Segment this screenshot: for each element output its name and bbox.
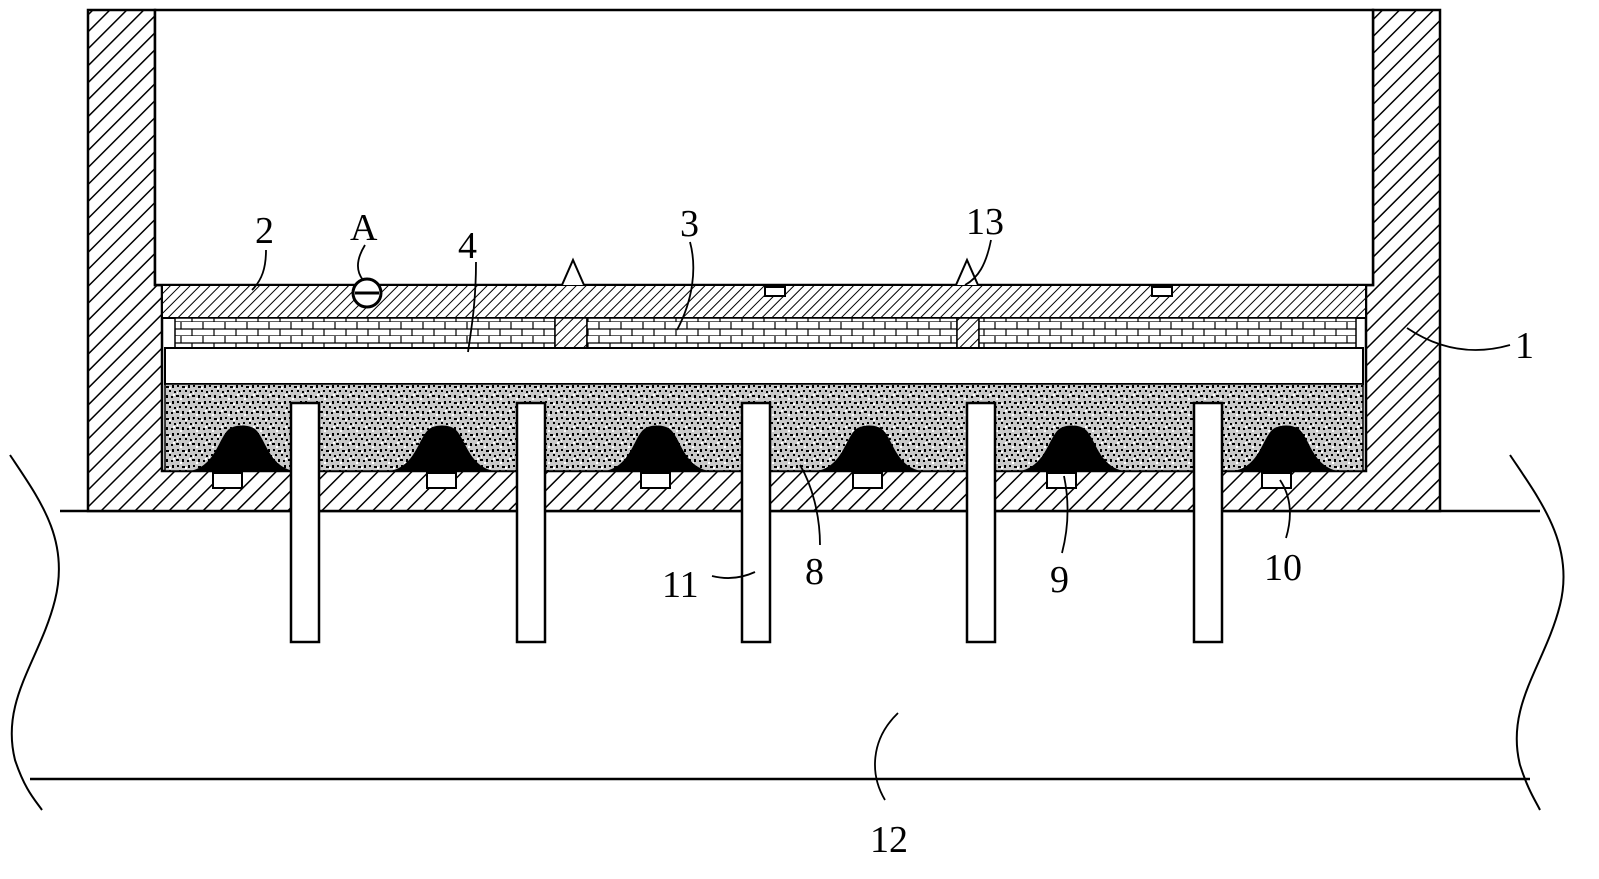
pillar: [740, 401, 772, 644]
leader-11: [711, 571, 756, 579]
label-13: 13: [966, 201, 1004, 243]
leader-2: [251, 249, 267, 291]
top-slab-studs: [764, 286, 1173, 297]
label-8: 8: [805, 551, 824, 593]
pillar: [965, 401, 997, 644]
leader-10: [1279, 479, 1291, 539]
mound-foot: [1261, 472, 1292, 489]
pillar: [515, 401, 547, 644]
label-3: 3: [680, 203, 699, 245]
label-4: 4: [458, 225, 477, 267]
pillar: [289, 401, 321, 644]
label-9: 9: [1050, 559, 1069, 601]
brick-layer: [174, 317, 1357, 349]
mound-foot: [640, 472, 671, 489]
spike: [561, 257, 585, 286]
leader-13: [964, 239, 992, 286]
mound: [1234, 425, 1338, 489]
leader-1: [1406, 327, 1511, 351]
label-10: 10: [1264, 547, 1302, 589]
plate-layer: [164, 347, 1364, 385]
mound: [190, 425, 294, 489]
mound-row: [190, 425, 1338, 489]
outer-box: [86, 8, 1442, 513]
mound-foot: [212, 472, 243, 489]
leader-8: [799, 464, 821, 546]
pillar-row: [289, 401, 1224, 644]
leader-9: [1061, 475, 1069, 554]
leader-3: [676, 241, 695, 331]
leader-12: [874, 712, 899, 801]
pillar: [1192, 401, 1224, 644]
detail-circle-a: [351, 277, 383, 309]
mound-foot: [1046, 472, 1077, 489]
mound: [817, 425, 921, 489]
label-1: 1: [1515, 325, 1534, 367]
leader-lines: [251, 239, 1511, 801]
mound: [390, 425, 494, 489]
callout-labels: 1 2 A 4 3 13 11 8 9 10 12: [255, 201, 1534, 861]
label-a: A: [350, 207, 378, 249]
label-11: 11: [662, 564, 699, 606]
mound-foot: [852, 472, 883, 489]
leader-a: [357, 244, 366, 281]
leader-4: [467, 261, 477, 353]
mound-foot: [426, 472, 457, 489]
label-12: 12: [870, 819, 908, 861]
mound: [605, 425, 709, 489]
label-2: 2: [255, 210, 274, 252]
mound: [1020, 425, 1124, 489]
